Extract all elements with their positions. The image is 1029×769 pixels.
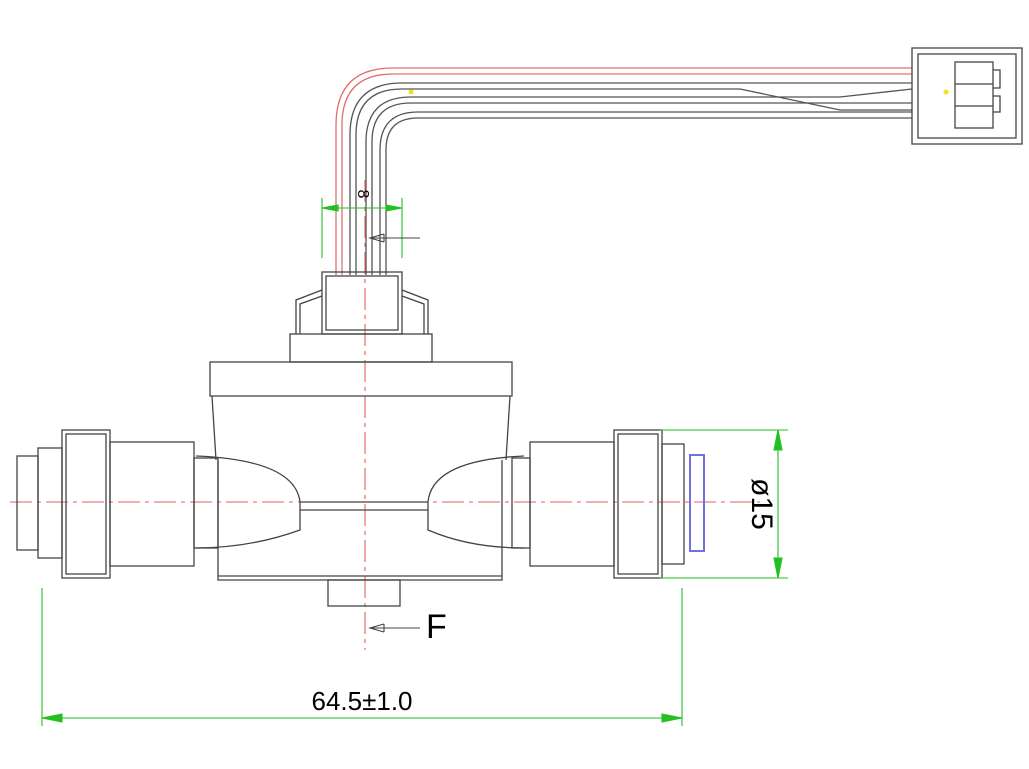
wire-spacing-label: 8 (354, 190, 371, 199)
wire-marker-dot (408, 89, 414, 95)
wire-3a (365, 88, 913, 275)
cable-gland (289, 271, 433, 363)
flow-arrows (367, 233, 420, 633)
overall-length-label: 64.5±1.0 (311, 686, 412, 716)
wire-2a (349, 82, 912, 275)
connector-marker-dot (943, 89, 949, 95)
jst-connector (911, 47, 1023, 145)
wire-red-outer (335, 67, 912, 275)
right-seal (689, 454, 705, 552)
wire-4a (379, 111, 912, 275)
wire-red-inner (341, 73, 912, 275)
wire-4b (385, 117, 912, 275)
wire-3b (371, 102, 912, 275)
diameter-label: ø15 (745, 478, 778, 530)
sensor-housing (195, 361, 525, 607)
wire-2b (355, 88, 912, 275)
flow-direction-label: F (426, 608, 447, 646)
dimension-lines (41, 198, 788, 726)
lower-flow-arrow (367, 623, 420, 633)
left-push-fitting (16, 429, 219, 579)
right-push-fitting (511, 429, 685, 579)
wire-harness (335, 67, 913, 275)
upper-flow-arrow (367, 233, 420, 243)
